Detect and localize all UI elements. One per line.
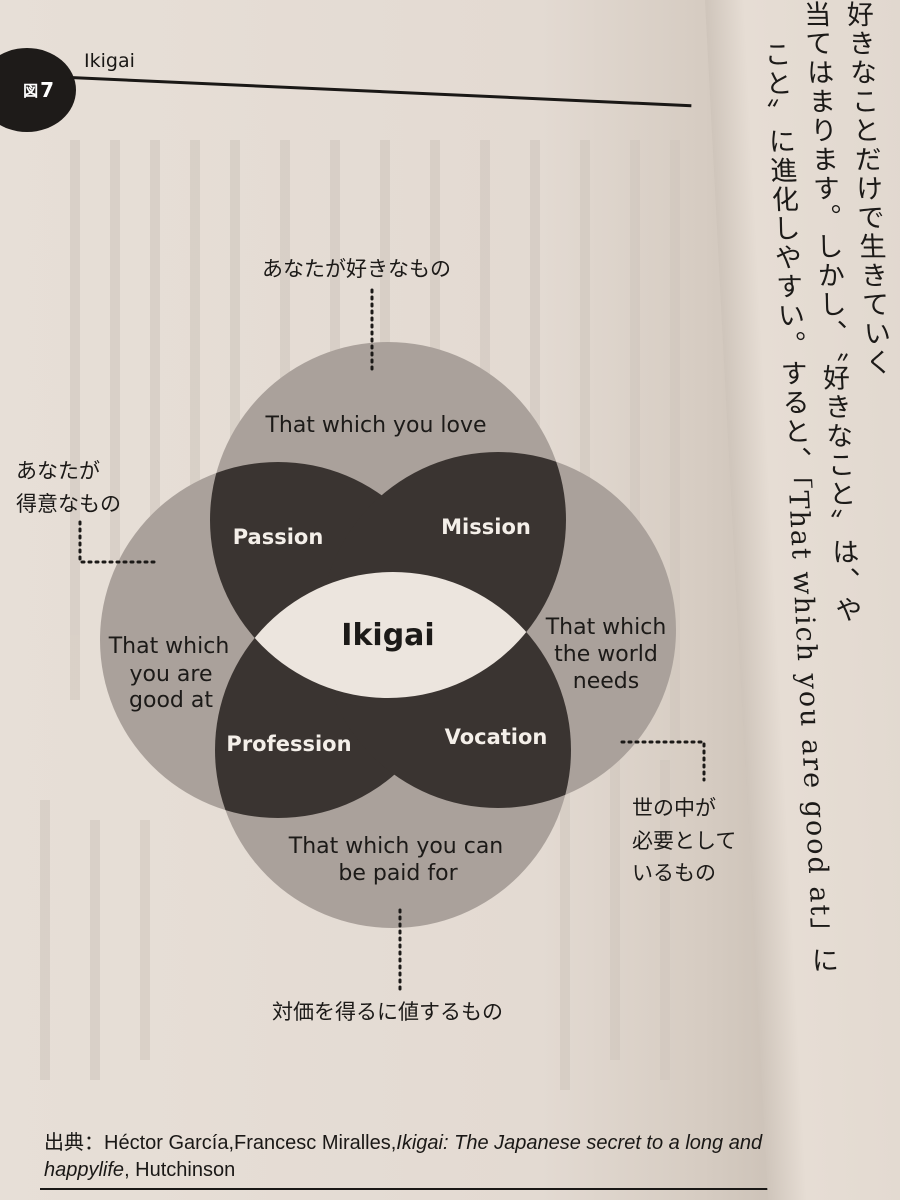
label-world-needs-3: needs [573,669,639,694]
jp-label-love: あなたが好きなもの [262,257,451,281]
label-vocation: Vocation [445,725,548,749]
source-prefix: 出典：Héctor García,Francesc Miralles, [44,1132,397,1154]
label-paid-for-2: be paid for [338,861,458,886]
jp-label-good-at-line1: あなたが [16,459,100,483]
label-good-at-2: you are [130,662,213,687]
label-profession: Profession [226,732,351,756]
facing-page-line1: 好きなことだけで生きていく [841,0,893,377]
source-book-title: Ikigai: The Japanese secret to a long an… [44,1132,763,1181]
label-world-needs-1: That which [545,615,667,640]
center-ikigai-region [215,572,566,698]
jp-label-good-at: あなたが 得意なもの [16,455,121,520]
jp-label-world-needs-line3: いるもの [632,861,716,886]
label-good-at-1: That which [108,634,230,659]
jp-label-good-at-line2: 得意なもの [16,491,121,516]
label-mission: Mission [441,515,531,539]
label-world-needs-2: the world [554,642,658,667]
leader-world-needs [620,740,706,782]
figure-title: Ikigai [84,50,135,72]
jp-label-world-needs: 世の中が 必要として いるもの [632,792,736,890]
figure-number: 7 [40,78,54,102]
label-love: That which you love [264,413,486,438]
label-passion: Passion [233,525,324,549]
figure-prefix: 図 [23,81,39,100]
label-paid-for-1: That which you can [288,834,504,859]
label-ikigai: Ikigai [341,618,434,653]
jp-label-paid-for: 対価を得るに値するもの [272,1000,503,1024]
leader-good-at [78,520,160,564]
source-rule [40,1188,800,1190]
source-citation: 出典：Héctor García,Francesc Miralles,Ikiga… [44,1130,804,1184]
label-good-at-3: good at [129,688,213,713]
jp-label-world-needs-line2: 必要として [632,828,737,853]
jp-label-world-needs-line1: 世の中が [632,796,716,820]
source-publisher: , Hutchinson [124,1159,236,1181]
